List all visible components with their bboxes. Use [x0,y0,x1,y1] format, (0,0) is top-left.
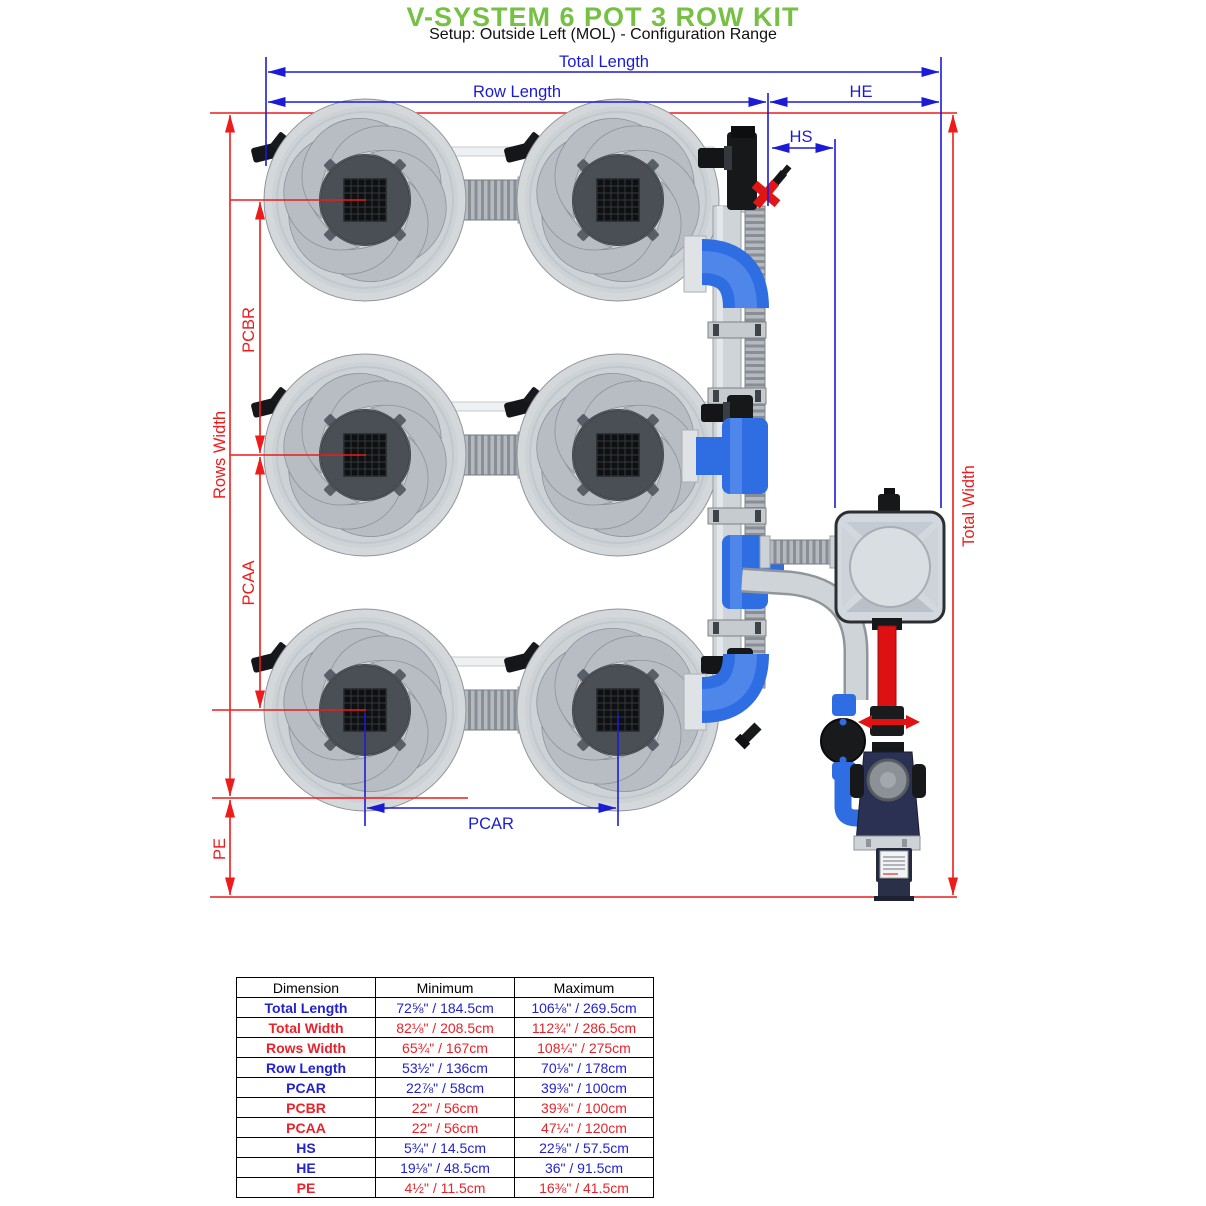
table-cell-maximum: 106⅛" / 269.5cm [514,997,654,1018]
table-cell-dimension: PCBR [236,1097,376,1118]
table-header-dimension: Dimension [236,977,376,998]
table-cell-minimum: 22⅞" / 58cm [375,1077,515,1098]
table-cell-maximum: 70⅛" / 178cm [514,1057,654,1078]
table-cell-maximum: 22⅝" / 57.5cm [514,1137,654,1158]
page-subtitle: Setup: Outside Left (MOL) - Configuratio… [429,26,777,43]
table-cell-maximum: 108¼" / 275cm [514,1037,654,1058]
table-cell-maximum: 47¼" / 120cm [514,1117,654,1138]
system-illustration [210,98,957,901]
dim-label-rows-width: Rows Width [211,411,229,499]
table-cell-maximum: 112¾" / 286.5cm [514,1017,654,1038]
inline-filter [820,718,866,764]
dim-label-he: HE [850,83,873,101]
table-cell-minimum: 22" / 56cm [375,1097,515,1118]
table-cell-minimum: 82⅛" / 208.5cm [375,1017,515,1038]
dimension-annotations: Total Length Row Length HE HS PCAR Rows … [211,53,978,896]
table-cell-dimension: HE [236,1157,376,1178]
drain-valve-icon [751,164,792,209]
table-cell-dimension: Total Length [236,997,376,1018]
table-cell-dimension: Row Length [236,1057,376,1078]
table-cell-maximum: 39⅜" / 100cm [514,1077,654,1098]
table-header-row: Dimension Minimum Maximum [236,977,654,998]
controller-unit [834,488,946,624]
table-cell-minimum: 72⅝" / 184.5cm [375,997,515,1018]
dim-label-hs: HS [790,128,813,146]
dim-label-pcaa: PCAA [240,561,258,606]
red-return-pipe [877,625,897,711]
table-cell-minimum: 65¾" / 167cm [375,1037,515,1058]
table-cell-dimension: PCAA [236,1117,376,1138]
table-cell-minimum: 19⅛" / 48.5cm [375,1157,515,1178]
dim-label-pcar: PCAR [468,815,514,833]
dim-label-pcbr: PCBR [240,307,258,353]
table-cell-maximum: 39⅜" / 100cm [514,1097,654,1118]
dim-label-pe: PE [211,838,229,860]
table-cell-maximum: 36" / 91.5cm [514,1157,654,1178]
system-diagram: Total Length Row Length HE HS PCAR Rows … [210,53,978,901]
table-cell-dimension: PE [236,1177,376,1198]
dim-label-total-length: Total Length [559,53,649,71]
table-cell-dimension: HS [236,1137,376,1158]
table-cell-minimum: 4½" / 11.5cm [375,1177,515,1198]
dim-label-total-width: Total Width [960,465,978,547]
table-cell-maximum: 16⅜" / 41.5cm [514,1177,654,1198]
table-header-maximum: Maximum [514,977,654,998]
table-cell-minimum: 5¾" / 14.5cm [375,1137,515,1158]
pump-assembly [820,618,926,901]
table-cell-dimension: Rows Width [236,1037,376,1058]
table-cell-minimum: 22" / 56cm [375,1117,515,1138]
table-header-minimum: Minimum [375,977,515,998]
table-cell-minimum: 53½" / 136cm [375,1057,515,1078]
dim-label-row-length: Row Length [473,83,561,101]
table-cell-dimension: Total Width [236,1017,376,1038]
table-cell-dimension: PCAR [236,1077,376,1098]
page-title: V-SYSTEM 6 POT 3 ROW KIT [406,2,800,32]
